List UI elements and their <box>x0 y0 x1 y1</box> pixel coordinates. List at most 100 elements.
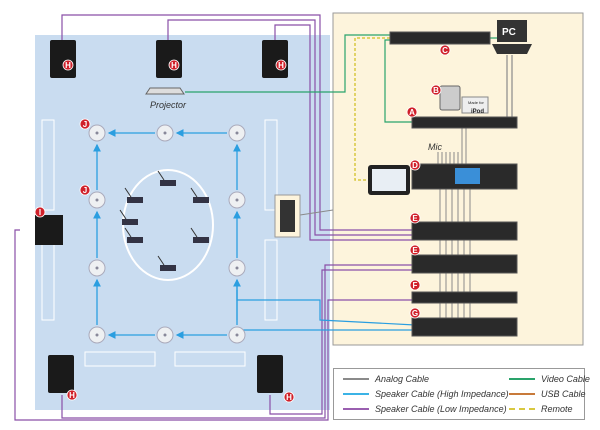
legend-swatch <box>343 378 369 380</box>
badge-i: I <box>34 206 46 218</box>
badge-letter: A <box>409 108 415 117</box>
mic-gooseneck <box>190 187 198 198</box>
badge-h: H <box>275 59 287 71</box>
loudspeaker <box>48 355 74 393</box>
loudspeaker <box>257 355 283 393</box>
legend-label: Remote <box>541 404 573 414</box>
legend-swatch <box>509 378 535 380</box>
ipod-logo <box>461 96 489 114</box>
low-impedance-cable <box>269 269 415 415</box>
tablet-screen <box>372 169 406 191</box>
badge-e: E <box>409 212 421 224</box>
dsp-screen <box>455 168 480 184</box>
badge-j: J <box>79 118 91 130</box>
legend-swatch <box>343 408 369 410</box>
rack-cabinet-body <box>280 200 295 232</box>
table <box>174 351 246 367</box>
matrix-switcher <box>389 31 491 45</box>
remote-cable <box>354 37 400 181</box>
loudspeaker <box>156 40 182 78</box>
low-impedance-cable <box>61 264 415 419</box>
badge-letter: H <box>171 61 177 70</box>
low-impedance-cable <box>14 229 415 421</box>
conference-mic <box>127 237 143 243</box>
legend-swatch <box>509 408 535 410</box>
table <box>264 119 278 211</box>
ceiling-speaker-center <box>235 333 239 337</box>
mic-gooseneck <box>157 255 165 266</box>
badge-letter: H <box>69 391 75 400</box>
badge-letter: H <box>278 61 284 70</box>
cables <box>14 14 513 421</box>
low-impedance-cable <box>274 24 415 241</box>
pc-laptop <box>492 20 532 54</box>
badge-h: H <box>168 59 180 71</box>
conference-mic <box>193 237 209 243</box>
badge-letter: H <box>286 393 292 402</box>
badge-c: C <box>439 44 451 56</box>
legend-label: Speaker Cable (High Impedance) <box>375 389 509 399</box>
badge-letter: D <box>412 161 418 170</box>
legend-label: Video Cable <box>541 374 590 384</box>
subwoofer <box>35 215 63 245</box>
badge-b: B <box>430 84 442 96</box>
badge-j: J <box>79 184 91 196</box>
mic-gooseneck <box>124 227 132 238</box>
mic-gooseneck <box>190 227 198 238</box>
amplifier <box>411 317 518 337</box>
ipod-label: iPod <box>471 109 484 115</box>
conference-mic <box>193 197 209 203</box>
legend-item: Speaker Cable (High Impedance) <box>343 388 509 400</box>
ceiling-speaker-center <box>235 266 239 270</box>
badge-a: A <box>406 106 418 118</box>
loudspeaker <box>262 40 288 78</box>
legend-item: Analog Cable <box>343 373 429 385</box>
projector-label: Projector <box>150 100 187 110</box>
legend-swatch <box>343 393 369 395</box>
table <box>264 239 278 321</box>
table <box>41 119 55 211</box>
badge-h: H <box>62 59 74 71</box>
badge-e: E <box>409 244 421 256</box>
badge-g: G <box>409 307 421 319</box>
badge-letter: J <box>83 186 87 195</box>
ceiling-speaker-center <box>163 131 167 135</box>
conference-mic <box>160 180 176 186</box>
conference-mic <box>127 197 143 203</box>
ceiling-speaker-center <box>95 333 99 337</box>
mic-gooseneck <box>157 170 165 181</box>
badge-letter: G <box>412 309 418 318</box>
made-for-label: Made for <box>468 100 484 105</box>
badge-letter: I <box>39 208 41 217</box>
badge-d: D <box>409 159 421 171</box>
devices <box>35 20 532 393</box>
tables <box>41 119 278 367</box>
pc-label: PC <box>502 27 516 38</box>
ceiling-speaker-center <box>235 131 239 135</box>
ceiling-speaker-center <box>163 333 167 337</box>
badge-letter: C <box>442 46 448 55</box>
legend-item: Video Cable <box>509 373 590 385</box>
ceiling-speaker-center <box>95 198 99 202</box>
ceiling-speaker-center <box>95 131 99 135</box>
loudspeaker <box>50 40 76 78</box>
table <box>84 351 156 367</box>
ceiling-speaker-center <box>235 198 239 202</box>
mic-label: Mic <box>428 142 442 152</box>
badge-h: H <box>66 389 78 401</box>
legend-swatch <box>509 393 535 395</box>
amplifier <box>411 221 518 241</box>
power-sequencer <box>411 291 518 304</box>
badge-letter: E <box>412 214 418 223</box>
legend <box>333 368 585 420</box>
mixer <box>411 116 518 129</box>
amplifier <box>411 254 518 274</box>
video-cable <box>384 39 415 123</box>
badge-letter: H <box>65 61 71 70</box>
mic-gooseneck <box>119 209 127 220</box>
badge-h: H <box>283 391 295 403</box>
badge-letter: B <box>433 86 439 95</box>
badge-letter: E <box>412 246 418 255</box>
analog-cable <box>299 209 334 216</box>
